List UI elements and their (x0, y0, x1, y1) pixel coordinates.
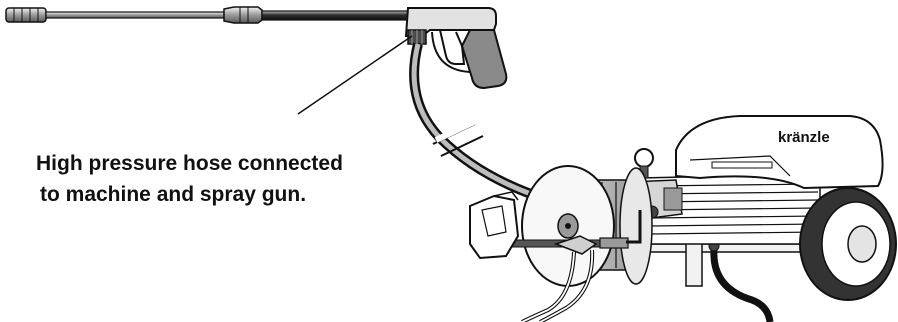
machine-cover (676, 116, 883, 188)
lance-rod (46, 12, 224, 18)
pressure-gauge-icon (635, 149, 653, 167)
brand-logo: kränzle (778, 129, 830, 146)
spray-lance (6, 7, 410, 23)
lance-coupling (224, 7, 262, 23)
lance-tube (262, 11, 410, 20)
reel-back-disc (620, 168, 652, 284)
caption: High pressure hose connected to machine … (36, 148, 456, 210)
gun-handle (462, 30, 506, 88)
pointer-line (298, 36, 412, 114)
cover-vent (712, 162, 772, 168)
frame-leg (686, 240, 702, 286)
lower-hose (714, 250, 770, 322)
caption-line-1: High pressure hose connected (36, 148, 456, 179)
machine-frame (630, 240, 808, 322)
machine-wheel (800, 188, 896, 300)
nozzle (6, 8, 46, 22)
caption-line-2: to machine and spray gun. (36, 179, 456, 210)
gun-trigger (440, 30, 464, 64)
